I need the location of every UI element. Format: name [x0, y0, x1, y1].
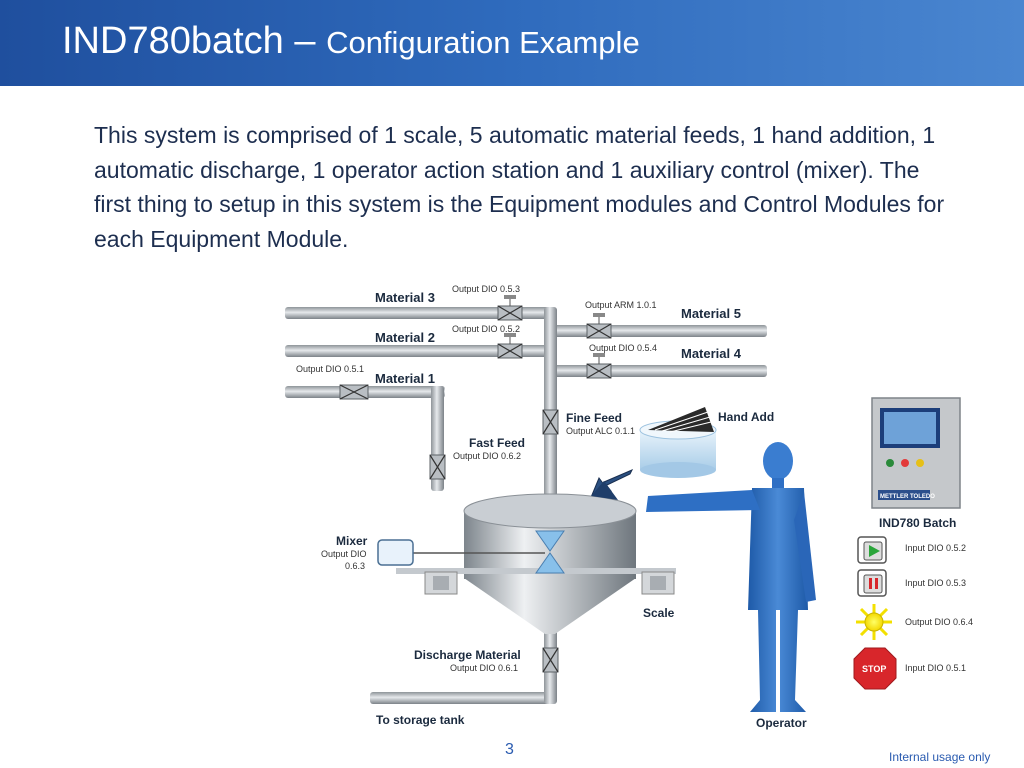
- valve-fast-feed: [429, 454, 446, 480]
- label-output-dio-052: Output DIO 0.5.2: [452, 324, 520, 334]
- label-hand-add: Hand Add: [718, 410, 774, 424]
- label-mixer-output: Output DIO: [321, 549, 367, 559]
- valve-material-2: [497, 333, 523, 359]
- label-material-4: Material 4: [681, 346, 742, 361]
- title-bar: IND780batch – Configuration Example: [0, 0, 1024, 86]
- valve-material-3: [497, 295, 523, 321]
- label-ind780-batch: IND780 Batch: [879, 516, 956, 530]
- operator-figure: [646, 442, 816, 712]
- label-fast-feed: Fast Feed: [469, 436, 525, 450]
- body-paragraph: This system is comprised of 1 scale, 5 a…: [94, 122, 945, 252]
- label-to-storage-tank: To storage tank: [376, 713, 465, 727]
- label-output-dio-061: Output DIO 0.6.1: [450, 663, 518, 673]
- start-button-icon: [857, 536, 887, 564]
- ind780-terminal: [871, 397, 961, 509]
- pipe-discharge-out: [370, 692, 556, 704]
- mixer-blade-top: [535, 530, 565, 552]
- slide-title: IND780batch – Configuration Example: [62, 20, 640, 63]
- valve-material-4: [586, 353, 612, 379]
- label-output-dio-053: Output DIO 0.5.3: [452, 284, 520, 294]
- footer-note: Internal usage only: [889, 750, 991, 764]
- valve-fine-feed: [542, 409, 559, 435]
- label-input-dio-052: Input DIO 0.5.2: [905, 543, 966, 553]
- title-separator: –: [283, 20, 327, 62]
- weigh-tank: [396, 493, 676, 634]
- hand-add-arrow-icon: [591, 469, 634, 500]
- page-number: 3: [505, 741, 514, 758]
- label-fine-feed: Fine Feed: [566, 411, 622, 425]
- stop-sign-text: STOP: [862, 664, 886, 674]
- label-output-dio-064: Output DIO 0.6.4: [905, 617, 973, 627]
- label-output-dio-054: Output DIO 0.5.4: [589, 343, 657, 353]
- label-material-3: Material 3: [375, 290, 435, 305]
- label-material-2: Material 2: [375, 330, 435, 345]
- label-mixer-output-number: 0.6.3: [345, 561, 365, 571]
- mixer: [377, 530, 565, 574]
- valve-discharge: [542, 647, 559, 673]
- load-cell-left: [424, 571, 458, 595]
- pause-button-icon: [857, 569, 887, 597]
- valve-material-5: [586, 313, 612, 339]
- load-cell-right: [641, 571, 675, 595]
- valve-material-1: [339, 384, 369, 400]
- pipe-material-4: [545, 365, 767, 377]
- label-input-dio-053: Input DIO 0.5.3: [905, 578, 966, 588]
- label-material-5: Material 5: [681, 306, 741, 321]
- pipe-material-3: [285, 307, 551, 319]
- label-mixer: Mixer: [336, 534, 368, 548]
- label-scale: Scale: [643, 606, 675, 620]
- pipe-material-2: [285, 345, 551, 357]
- status-light-icon: [856, 604, 892, 640]
- label-output-dio-062: Output DIO 0.6.2: [453, 451, 521, 461]
- label-output-dio-051: Output DIO 0.5.1: [296, 364, 364, 374]
- pipe-fine-feed-vertical: [544, 307, 557, 510]
- label-discharge-material: Discharge Material: [414, 648, 521, 662]
- label-operator: Operator: [756, 716, 807, 730]
- title-subtitle: Configuration Example: [326, 25, 640, 60]
- stop-sign-icon: [853, 647, 897, 690]
- pipe-material-5: [545, 325, 767, 337]
- hand-add-hopper: [639, 407, 717, 478]
- label-output-arm-101: Output ARM 1.0.1: [585, 300, 657, 310]
- label-material-1: Material 1: [375, 371, 435, 386]
- mixer-motor: [377, 539, 414, 566]
- title-main: IND780batch: [62, 20, 284, 62]
- label-output-alc-011: Output ALC 0.1.1: [566, 426, 635, 436]
- mixer-blade-bottom: [535, 552, 565, 574]
- label-input-dio-051: Input DIO 0.5.1: [905, 663, 966, 673]
- mettler-toledo-logo: METTLER TOLEDO: [880, 494, 935, 500]
